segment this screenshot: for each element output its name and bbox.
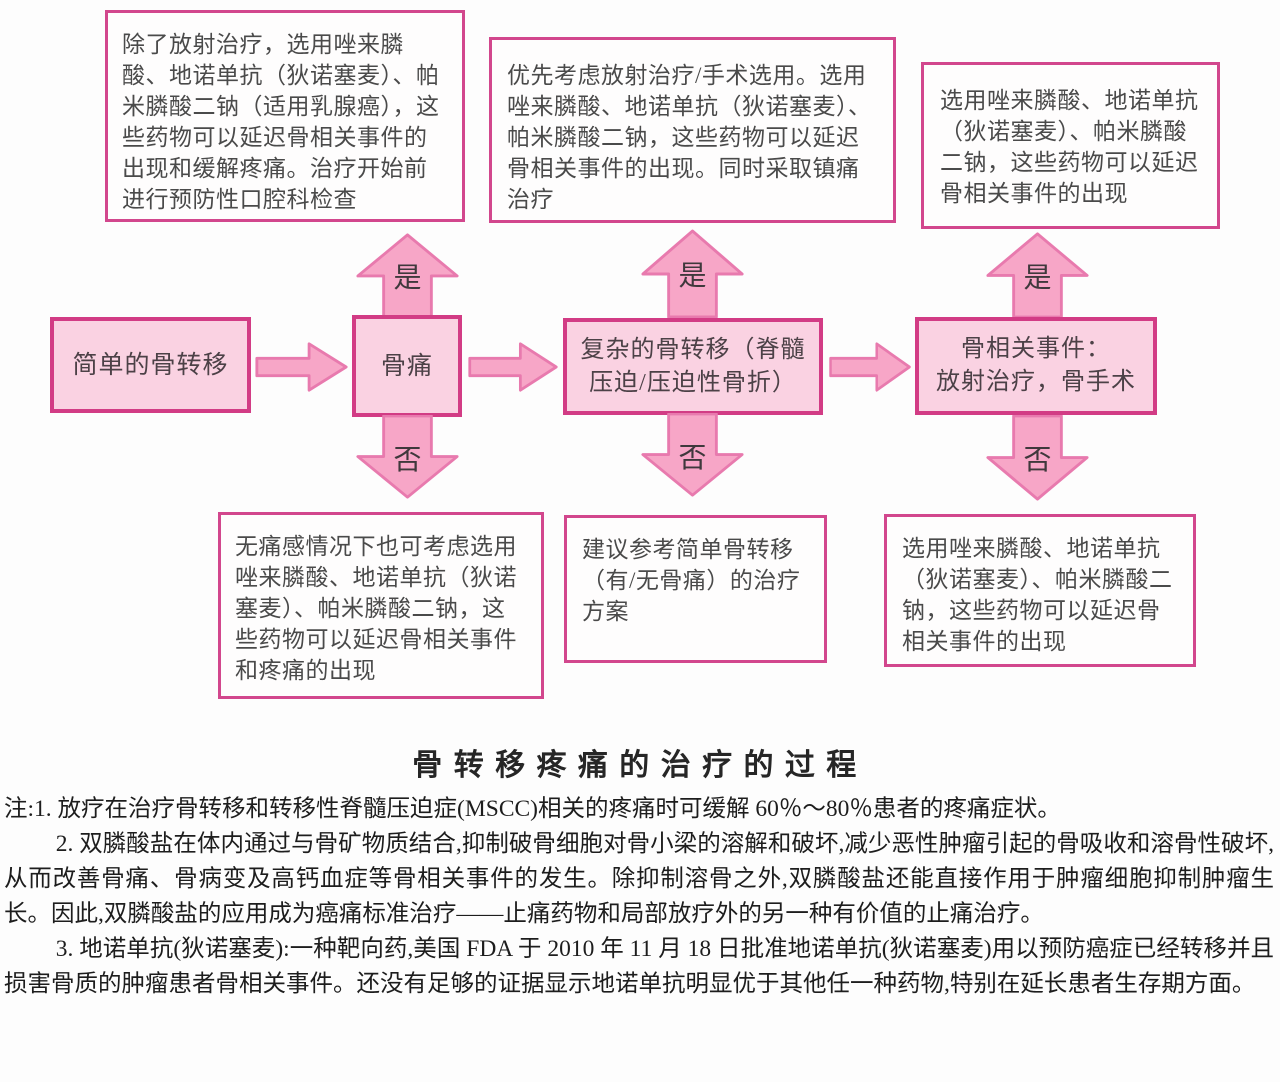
branch-yes-label: 是 [1023, 263, 1052, 294]
node-simple-metastasis: 简单的骨转移 [50, 317, 251, 413]
footnote-1: 注:1. 放疗在治疗骨转移和转移性脊髓压迫症(MSCC)相关的疼痛时可缓解 60… [4, 796, 1061, 822]
branch-yes-label: 是 [678, 261, 707, 292]
info-box-pain-no: 无痛感情况下也可考虑选用唑来膦酸、地诺单抗（狄诺塞麦）、帕米膦酸二钠，这些药物可… [218, 512, 544, 699]
down-arrow-icon [356, 415, 459, 499]
node-simple-metastasis-label: 简单的骨转移 [72, 351, 229, 379]
arrow-right-pain-to-complex [467, 339, 559, 395]
arrow-right-simple-to-pain [254, 339, 349, 395]
arrow-up-yes-pain: 是 [355, 232, 460, 318]
info-box-pain-no-text: 无痛感情况下也可考虑选用唑来膦酸、地诺单抗（狄诺塞麦）、帕米膦酸二钠，这些药物可… [235, 534, 517, 683]
info-box-sre-yes-text: 选用唑来膦酸、地诺单抗（狄诺塞麦）、帕米膦酸二钠，这些药物可以延迟骨相关事件的出… [940, 88, 1199, 206]
right-arrow-icon [468, 342, 558, 392]
info-box-sre-yes: 选用唑来膦酸、地诺单抗（狄诺塞麦）、帕米膦酸二钠，这些药物可以延迟骨相关事件的出… [921, 62, 1220, 229]
node-complex-metastasis: 复杂的骨转移（脊髓压迫/压迫性骨折） [563, 318, 823, 415]
branch-yes-label: 是 [393, 263, 422, 294]
up-arrow-icon [641, 229, 744, 318]
node-skeletal-event-label: 骨相关事件： 放射治疗，骨手术 [936, 336, 1136, 395]
arrow-up-yes-complex: 是 [640, 228, 745, 318]
info-box-sre-no: 选用唑来膦酸、地诺单抗（狄诺塞麦）、帕米膦酸二钠，这些药物可以延迟骨相关事件的出… [884, 514, 1196, 667]
down-arrow-icon [986, 415, 1089, 501]
node-bone-pain: 骨痛 [352, 315, 462, 417]
arrow-up-yes-sre: 是 [985, 231, 1090, 318]
arrow-down-no-complex: 否 [640, 413, 745, 498]
info-box-complex-yes-text: 优先考虑放射治疗/手术选用。选用唑来膦酸、地诺单抗（狄诺塞麦）、帕米膦酸二钠，这… [507, 63, 872, 212]
info-box-pain-yes-text: 除了放射治疗，选用唑来膦酸、地诺单抗（狄诺塞麦）、帕米膦酸二钠（适用乳腺癌），这… [122, 32, 440, 212]
footnote-3: 3. 地诺单抗(狄诺塞麦):一种靶向药,美国 FDA 于 2010 年 11 月… [4, 936, 1274, 997]
branch-no-label: 否 [678, 443, 707, 474]
node-complex-metastasis-label: 复杂的骨转移（脊髓压迫/压迫性骨折） [580, 336, 806, 396]
footnote-2: 2. 双膦酸盐在体内通过与骨矿物质结合,抑制破骨细胞对骨小梁的溶解和破坏,减少恶… [4, 831, 1274, 927]
arrow-down-no-sre: 否 [985, 415, 1090, 502]
info-box-sre-no-text: 选用唑来膦酸、地诺单抗（狄诺塞麦）、帕米膦酸二钠，这些药物可以延迟骨相关事件的出… [902, 536, 1173, 654]
branch-no-label: 否 [393, 445, 422, 476]
info-box-complex-yes: 优先考虑放射治疗/手术选用。选用唑来膦酸、地诺单抗（狄诺塞麦）、帕米膦酸二钠，这… [489, 37, 896, 223]
info-box-complex-no: 建议参考简单骨转移（有/无骨痛）的治疗方案 [564, 515, 827, 663]
info-box-complex-no-text: 建议参考简单骨转移（有/无骨痛）的治疗方案 [582, 537, 801, 624]
node-skeletal-event: 骨相关事件： 放射治疗，骨手术 [915, 317, 1157, 415]
footnotes: 注:1. 放疗在治疗骨转移和转移性脊髓压迫症(MSCC)相关的疼痛时可缓解 60… [4, 792, 1274, 1002]
arrow-down-no-pain: 否 [355, 415, 460, 500]
info-box-pain-yes: 除了放射治疗，选用唑来膦酸、地诺单抗（狄诺塞麦）、帕米膦酸二钠（适用乳腺癌），这… [105, 10, 465, 222]
diagram-title: 骨转移疼痛的治疗的过程 [412, 749, 868, 782]
right-arrow-icon [829, 342, 911, 392]
node-bone-pain-label: 骨痛 [380, 352, 433, 380]
down-arrow-icon [641, 413, 744, 497]
branch-no-label: 否 [1023, 445, 1052, 476]
right-arrow-icon [255, 342, 348, 392]
arrow-right-complex-to-sre [828, 339, 912, 395]
